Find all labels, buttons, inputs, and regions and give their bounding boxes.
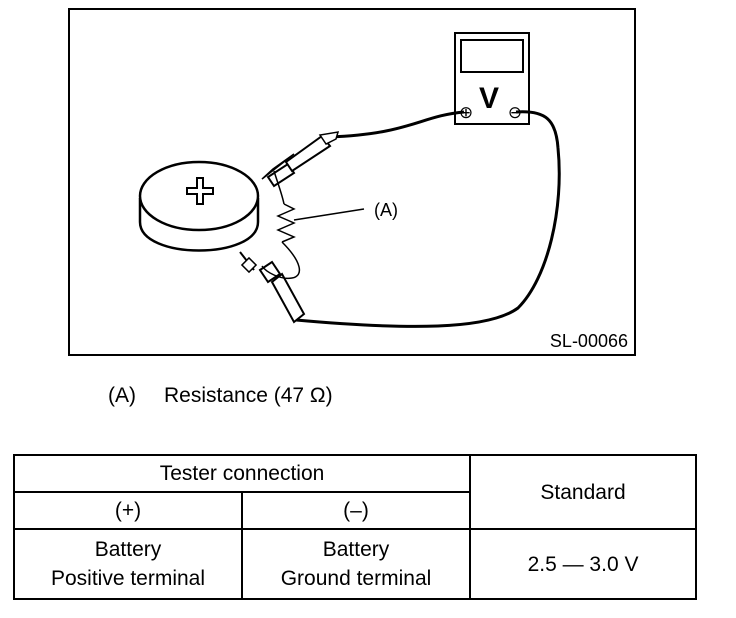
- meter-display: [460, 39, 524, 73]
- circuit-figure: V ⊕ ⊖: [68, 8, 636, 356]
- figure-code: SL-00066: [550, 331, 628, 351]
- spec-table: Tester connection Standard (+) (–) Batte…: [12, 454, 698, 600]
- meter-symbol: V: [479, 82, 499, 115]
- negative-probe: [239, 251, 306, 324]
- plus-header: (+): [13, 491, 243, 530]
- plus-value: Battery Positive terminal: [13, 528, 243, 600]
- callout-leader: [293, 208, 365, 221]
- plus-terminal-icon: ⊕: [459, 103, 473, 123]
- callout-label: (A): [374, 200, 398, 220]
- battery: [138, 160, 260, 252]
- minus-terminal-icon: ⊖: [508, 103, 522, 123]
- minus-value: Battery Ground terminal: [240, 528, 472, 600]
- legend-text: Resistance (47 Ω): [164, 384, 333, 407]
- positive-lead-wire: [329, 110, 465, 139]
- negative-lead-wire: [295, 110, 561, 328]
- circuit-diagram: V ⊕ ⊖: [68, 8, 636, 356]
- plus-value-line-2: Positive terminal: [50, 567, 206, 590]
- legend: (A) Resistance (47 Ω): [108, 384, 333, 408]
- tester-connection-header: Tester connection: [12, 454, 472, 493]
- battery-plus-icon: [186, 177, 214, 205]
- minus-header: (–): [240, 491, 472, 530]
- minus-value-line-2: Ground terminal: [280, 567, 432, 590]
- standard-value: 2.5 — 3.0 V: [469, 528, 698, 600]
- standard-header: Standard: [469, 454, 698, 530]
- minus-value-line-1: Battery: [322, 538, 390, 561]
- voltmeter: V ⊕ ⊖: [454, 32, 530, 125]
- resistor-a: [261, 170, 365, 280]
- positive-probe: [261, 131, 340, 188]
- plus-value-line-1: Battery: [94, 538, 162, 561]
- legend-key: (A): [108, 384, 136, 407]
